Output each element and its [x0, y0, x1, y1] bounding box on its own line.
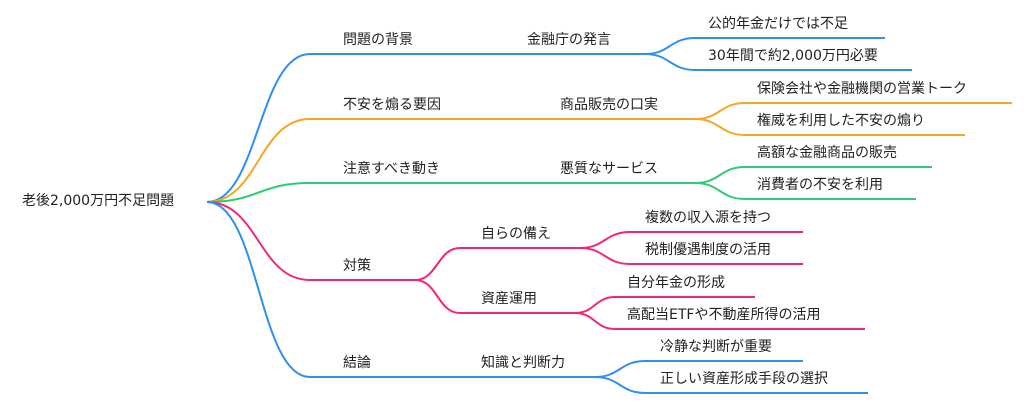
branch-node[interactable]: 結論	[343, 355, 371, 371]
branch-connector	[206, 53, 311, 203]
leaf-node[interactable]: 高配当ETFや不動産所得の活用	[627, 307, 821, 323]
leaf-connector	[694, 118, 746, 136]
leaf-node[interactable]: 正しい資産形成手段の選択	[660, 371, 828, 387]
branch-node[interactable]: 問題の背景	[343, 32, 413, 48]
branch-connector	[206, 182, 311, 203]
subbranch-node[interactable]: 自らの備え	[481, 226, 551, 242]
branch-node[interactable]: 不安を煽る要因	[343, 97, 441, 113]
subbranch-connector	[414, 247, 461, 281]
subbranch-node[interactable]: 資産運用	[481, 291, 537, 307]
leaf-connector	[694, 102, 746, 120]
leaf-connector	[574, 312, 616, 330]
branch-connector	[206, 118, 311, 203]
leaf-node[interactable]: 冷静な判断が重要	[660, 339, 772, 355]
subbranch-node[interactable]: 知識と判断力	[481, 355, 565, 371]
leaf-connector	[594, 376, 646, 394]
leaf-node[interactable]: 税制優遇制度の活用	[645, 242, 771, 258]
subbranch-node[interactable]: 商品販売の口実	[560, 97, 658, 113]
leaf-connector	[644, 53, 696, 71]
leaf-connector	[594, 360, 646, 378]
branch-node[interactable]: 注意すべき動き	[343, 161, 441, 177]
leaf-node[interactable]: 消費者の不安を利用	[757, 177, 883, 193]
leaf-node[interactable]: 自分年金の形成	[627, 275, 725, 291]
subbranch-node[interactable]: 悪質なサービス	[560, 161, 658, 177]
subbranch-connector	[414, 279, 461, 314]
branch-connector	[206, 201, 311, 281]
leaf-node[interactable]: 複数の収入源を持つ	[645, 210, 771, 226]
leaf-connector	[579, 247, 631, 265]
leaf-node[interactable]: 公的年金だけでは不足	[708, 16, 848, 32]
leaf-node[interactable]: 高額な金融商品の販売	[757, 145, 897, 161]
subbranch-node[interactable]: 金融庁の発言	[527, 32, 611, 48]
branch-node[interactable]: 対策	[343, 258, 371, 274]
leaf-connector	[644, 37, 696, 55]
leaf-node[interactable]: 30年間で約2,000万円必要	[708, 48, 878, 64]
leaf-connector	[579, 231, 631, 249]
leaf-connector	[574, 296, 616, 314]
leaf-node[interactable]: 保険会社や金融機関の営業トーク	[757, 81, 967, 97]
root-node[interactable]: 老後2,000万円不足問題	[22, 193, 175, 209]
leaf-node[interactable]: 権威を利用した不安の煽り	[757, 113, 925, 129]
branch-connector	[206, 201, 311, 378]
leaf-connector	[694, 166, 746, 184]
leaf-connector	[694, 182, 746, 200]
